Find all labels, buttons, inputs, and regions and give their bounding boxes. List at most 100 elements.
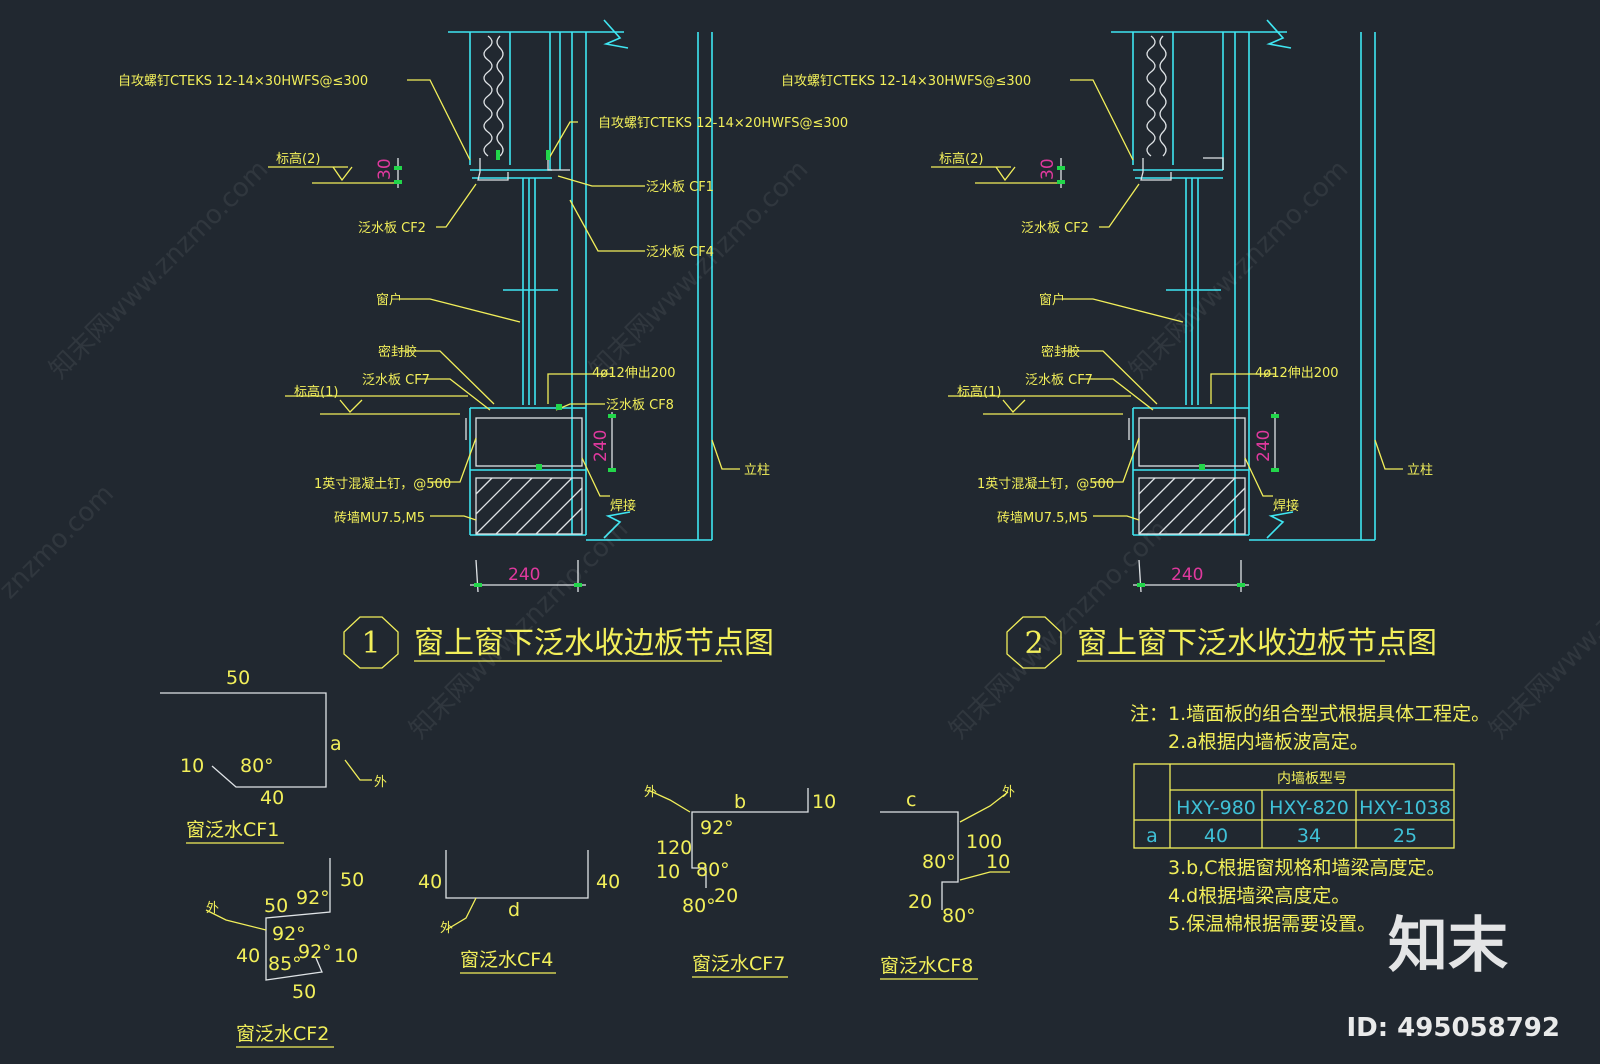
label-weld-1: 焊接	[610, 498, 636, 514]
table-cell-1: 40	[1204, 825, 1228, 847]
label-window-1: 窗户	[376, 292, 402, 308]
title-badge-2	[1006, 616, 1062, 669]
dim240h-2: 240	[1171, 565, 1203, 585]
cf2-d92b: 92°	[272, 923, 306, 945]
cf7-d20: 20	[714, 885, 738, 907]
cf7-label: 窗泛水CF7	[692, 953, 785, 975]
flashing-cf2-shape-1	[477, 158, 509, 181]
cf2-d50b: 50	[264, 895, 288, 917]
note-1: 注：1.墙面板的组合型式根据具体工程定。	[1130, 703, 1490, 725]
watermark-1: 知末网www.znzmo.com	[44, 154, 275, 385]
cf7-d80b: 80°	[682, 895, 716, 917]
table-col-2: HXY-820	[1269, 797, 1349, 819]
table-row-label: a	[1146, 825, 1158, 847]
note-4: 4.d根据墙梁高度定。	[1168, 885, 1350, 907]
label-cf7-1: 泛水板 CF7	[362, 373, 430, 388]
brick-hatch-1	[475, 477, 583, 535]
label-sealant-1: 密封胶	[378, 344, 417, 360]
dim240v-1: 240	[591, 430, 611, 462]
cf2-d85: 85°	[268, 953, 302, 975]
note-5: 5.保温棉根据需要设置。	[1168, 913, 1376, 935]
label-sealant-2: 密封胶	[1041, 344, 1080, 360]
cf7-b: b	[734, 791, 746, 813]
cf2-d50c: 50	[292, 981, 316, 1003]
label-screw-top-2: 自攻螺钉CTEKS 12-14×30HWFS@≤300	[781, 74, 1031, 89]
wall-panel-2	[1111, 19, 1376, 541]
label-weld-2: 焊接	[1273, 498, 1299, 514]
cf7-d120: 120	[656, 837, 692, 859]
label-rebar-2: 4ø12伸出200	[1255, 366, 1339, 381]
title-1: 窗上窗下泛水收边板节点图	[414, 626, 774, 661]
label-elev1-2: 标高(1)	[957, 384, 1001, 400]
label-elev1-1: 标高(1)	[294, 384, 338, 400]
image-id: ID: 495058792	[1346, 1013, 1560, 1043]
watermark-6: znzmo.com	[0, 479, 120, 605]
cf1-out: 外	[374, 775, 387, 790]
panel-table: 内墙板型号 HXY-980 HXY-820 HXY-1038 a 40 34 2…	[1133, 763, 1455, 849]
cf1-d50: 50	[226, 667, 250, 689]
cf1-d80: 80°	[240, 755, 274, 777]
table-cell-2: 34	[1297, 825, 1321, 847]
leaders-1	[400, 79, 740, 521]
title-badge-1	[343, 616, 399, 669]
detail-1: 自攻螺钉CTEKS 12-14×30HWFS@≤300 自攻螺钉CTEKS 12…	[118, 19, 848, 669]
cf2-d50a: 50	[340, 869, 364, 891]
label-cf2-2: 泛水板 CF2	[1021, 221, 1089, 236]
wall-panel-1	[448, 19, 713, 541]
label-column-1: 立柱	[744, 463, 770, 478]
cf4-label: 窗泛水CF4	[460, 949, 553, 971]
cf8-c: c	[906, 789, 916, 811]
label-screw-mid-1: 自攻螺钉CTEKS 12-14×20HWFS@≤300	[598, 116, 848, 131]
cf2-d92c: 92°	[298, 941, 332, 963]
watermark-3: 知末网www.znzmo.com	[1124, 154, 1355, 385]
detail-2: 自攻螺钉CTEKS 12-14×30HWFS@≤300 标高(2) 泛水板 CF…	[781, 19, 1437, 669]
label-cf4-1: 泛水板 CF4	[646, 245, 714, 260]
cf4-out: 外	[440, 921, 453, 936]
cf2-d10: 10	[334, 945, 358, 967]
cf1-a: a	[330, 733, 342, 755]
cf8-d10: 10	[986, 851, 1010, 873]
cf2-out: 外	[206, 901, 219, 916]
cf4-d40a: 40	[418, 871, 442, 893]
insulation-1	[483, 35, 493, 157]
cf7-d10b: 10	[656, 861, 680, 883]
concrete-sill-2	[1128, 417, 1246, 467]
cf7-d92: 92°	[700, 817, 734, 839]
cf2-d92a: 92°	[296, 887, 330, 909]
brand-logo: 知末	[1388, 911, 1508, 981]
insulation-2	[1146, 35, 1156, 157]
dim240v-2: 240	[1254, 430, 1274, 462]
label-rebar-1: 4ø12伸出200	[592, 366, 676, 381]
label-elev2-1: 标高(2)	[276, 151, 320, 167]
profile-cf2: 外 50 92° 50 92° 92° 40 85° 10 50 窗泛水CF2	[205, 858, 364, 1048]
concrete-sill-1	[465, 417, 583, 467]
cf7-d80a: 80°	[696, 859, 730, 881]
profile-cf1: 50 10 80° 40 a 外 窗泛水CF1	[160, 667, 387, 844]
label-cf1-1: 泛水板 CF1	[646, 180, 714, 195]
cf4-d40b: 40	[596, 871, 620, 893]
table-header: 内墙板型号	[1277, 771, 1347, 787]
cf7-d10: 10	[812, 791, 836, 813]
dim30-1: 30	[375, 158, 395, 180]
label-column-2: 立柱	[1407, 463, 1433, 478]
label-screw-top-1: 自攻螺钉CTEKS 12-14×30HWFS@≤300	[118, 74, 368, 89]
brick-hatch-2	[1138, 477, 1246, 535]
cf8-d80a: 80°	[922, 851, 956, 873]
cf2-d40: 40	[236, 945, 260, 967]
cf8-out: 外	[1002, 785, 1015, 800]
table-col-3: HXY-1038	[1359, 797, 1451, 819]
label-elev2-2: 标高(2)	[939, 151, 983, 167]
dims-1	[397, 158, 613, 593]
cf8-d100: 100	[966, 831, 1002, 853]
label-nail-1: 1英寸混凝土钉，@500	[314, 476, 451, 492]
title-num-1: 1	[361, 626, 380, 661]
elev-marker-1	[268, 166, 468, 415]
watermark-7: 知末网www.znzmo.com	[1484, 514, 1600, 745]
cf7-out: 外	[644, 785, 657, 800]
cf8-d20: 20	[908, 891, 932, 913]
label-wall-2: 砖墙MU7.5,M5	[997, 511, 1088, 526]
dim30-2: 30	[1038, 158, 1058, 180]
dim240h-1: 240	[508, 565, 540, 585]
